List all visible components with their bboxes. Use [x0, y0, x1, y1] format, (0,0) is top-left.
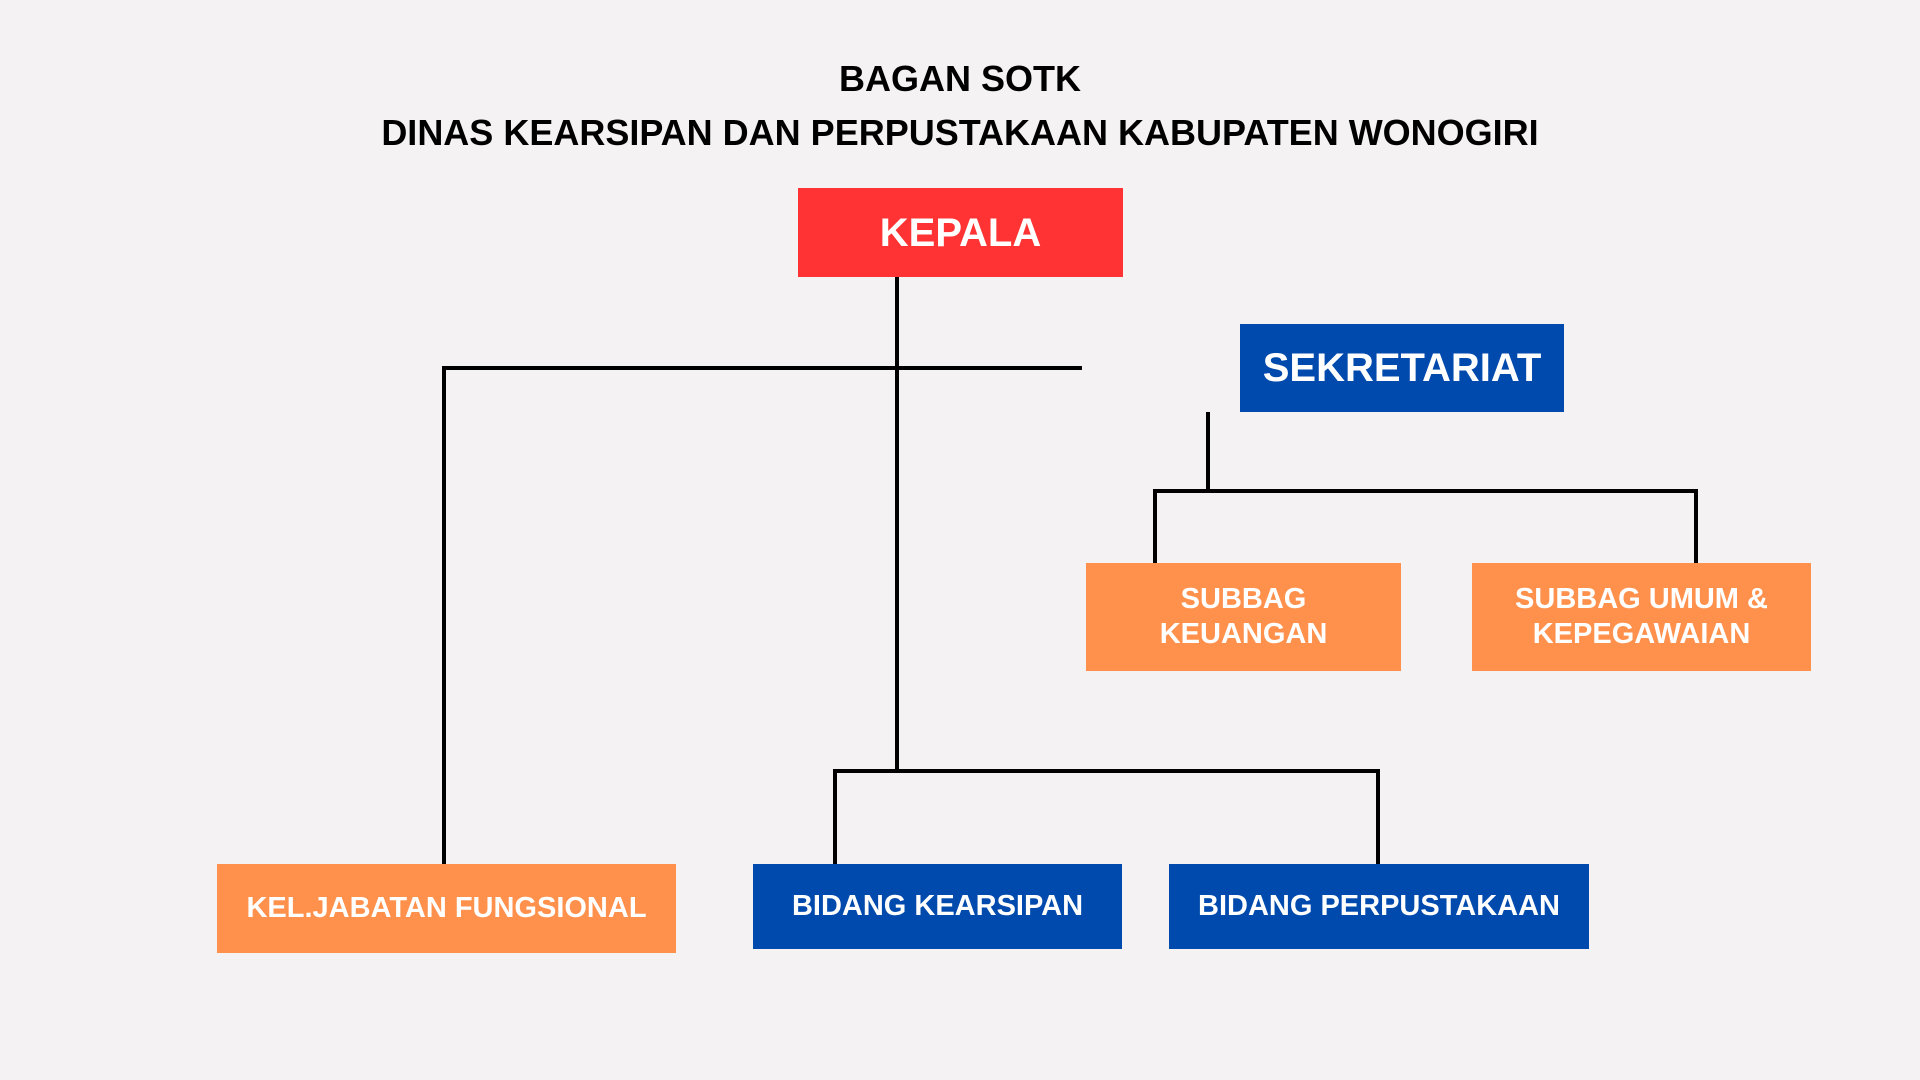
node-label: KEL.JABATAN FUNGSIONAL — [246, 892, 647, 925]
node-label: SUBBAG — [1180, 583, 1307, 616]
node-label: KEUANGAN — [1159, 618, 1328, 650]
connector-subbag-keuangan — [1153, 489, 1157, 563]
connector-sekretariat-left — [442, 366, 1082, 370]
node-label: KEPALA — [879, 210, 1042, 255]
node-label: KEPEGAWAIAN — [1532, 618, 1751, 650]
node-label: SEKRETARIAT — [1262, 346, 1542, 390]
connector-subbag-umum — [1694, 489, 1698, 563]
node-label: BIDANG PERPUSTAKAAN — [1198, 890, 1560, 923]
chart-subtitle: DINAS KEARSIPAN DAN PERPUSTAKAAN KABUPAT… — [381, 112, 1539, 153]
connector-kepala-down — [895, 277, 899, 773]
connector-fungsional — [442, 366, 446, 864]
connector-sekretariat-down — [1206, 412, 1210, 493]
node-label: SUBBAG UMUM & — [1515, 583, 1768, 616]
node-subbag-keuangan: SUBBAG KEUANGAN — [1086, 563, 1401, 671]
node-label: BIDANG KEARSIPAN — [791, 890, 1084, 923]
node-bidang-kearsipan: BIDANG KEARSIPAN — [753, 864, 1122, 949]
connector-bidang-kearsipan — [833, 769, 837, 864]
node-sekretariat: SEKRETARIAT — [1240, 324, 1564, 412]
connector-subbag-bar — [1153, 489, 1698, 493]
connector-bidang-perpustakaan — [1376, 769, 1380, 864]
node-subbag-umum: SUBBAG UMUM & KEPEGAWAIAN — [1472, 563, 1811, 671]
node-kepala: KEPALA — [798, 188, 1123, 277]
connector-bidang-bar — [833, 769, 1380, 773]
node-kel-jabatan-fungsional: KEL.JABATAN FUNGSIONAL — [217, 864, 676, 953]
chart-title: BAGAN SOTK — [839, 58, 1081, 99]
node-bidang-perpustakaan: BIDANG PERPUSTAKAAN — [1169, 864, 1589, 949]
